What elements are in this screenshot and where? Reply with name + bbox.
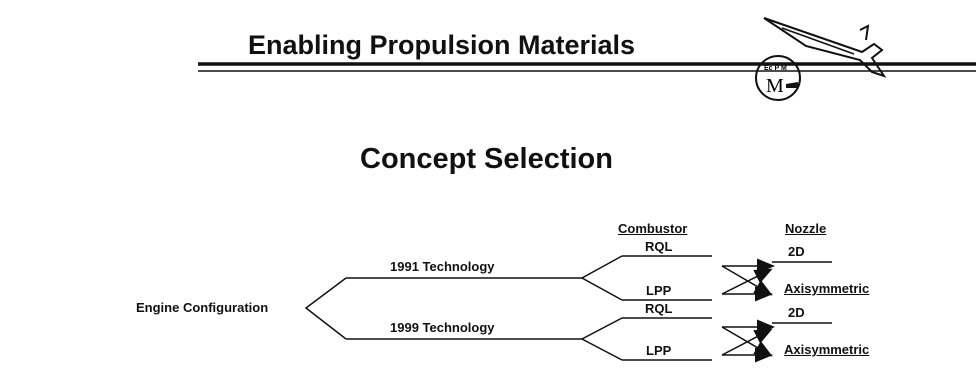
branch-label-1999: 1999 Technology — [390, 320, 495, 335]
logo-text-top: Ec P M — [764, 65, 787, 72]
section-title: Concept Selection — [360, 143, 613, 175]
aircraft-emblem-icon: Ec P M M — [742, 6, 912, 102]
nozzle-2d-1999: 2D — [788, 305, 805, 320]
column-header-combustor: Combustor — [618, 221, 688, 236]
column-header-nozzle: Nozzle — [785, 221, 827, 236]
branch-label-1991: 1991 Technology — [390, 259, 495, 274]
combustor-lpp-1999: LPP — [646, 343, 672, 358]
logo-text-main: M — [766, 75, 784, 97]
nozzle-axisymmetric-1991: Axisymmetric — [784, 281, 870, 296]
combustor-rql-1991: RQL — [645, 239, 673, 254]
tree-root-label: Engine Configuration — [136, 300, 269, 315]
header-title: Enabling Propulsion Materials — [248, 30, 636, 60]
nozzle-2d-1991: 2D — [788, 244, 805, 259]
combustor-lpp-1991: LPP — [646, 283, 672, 298]
combustor-rql-1999: RQL — [645, 301, 673, 316]
nozzle-axisymmetric-1999: Axisymmetric — [784, 342, 870, 357]
